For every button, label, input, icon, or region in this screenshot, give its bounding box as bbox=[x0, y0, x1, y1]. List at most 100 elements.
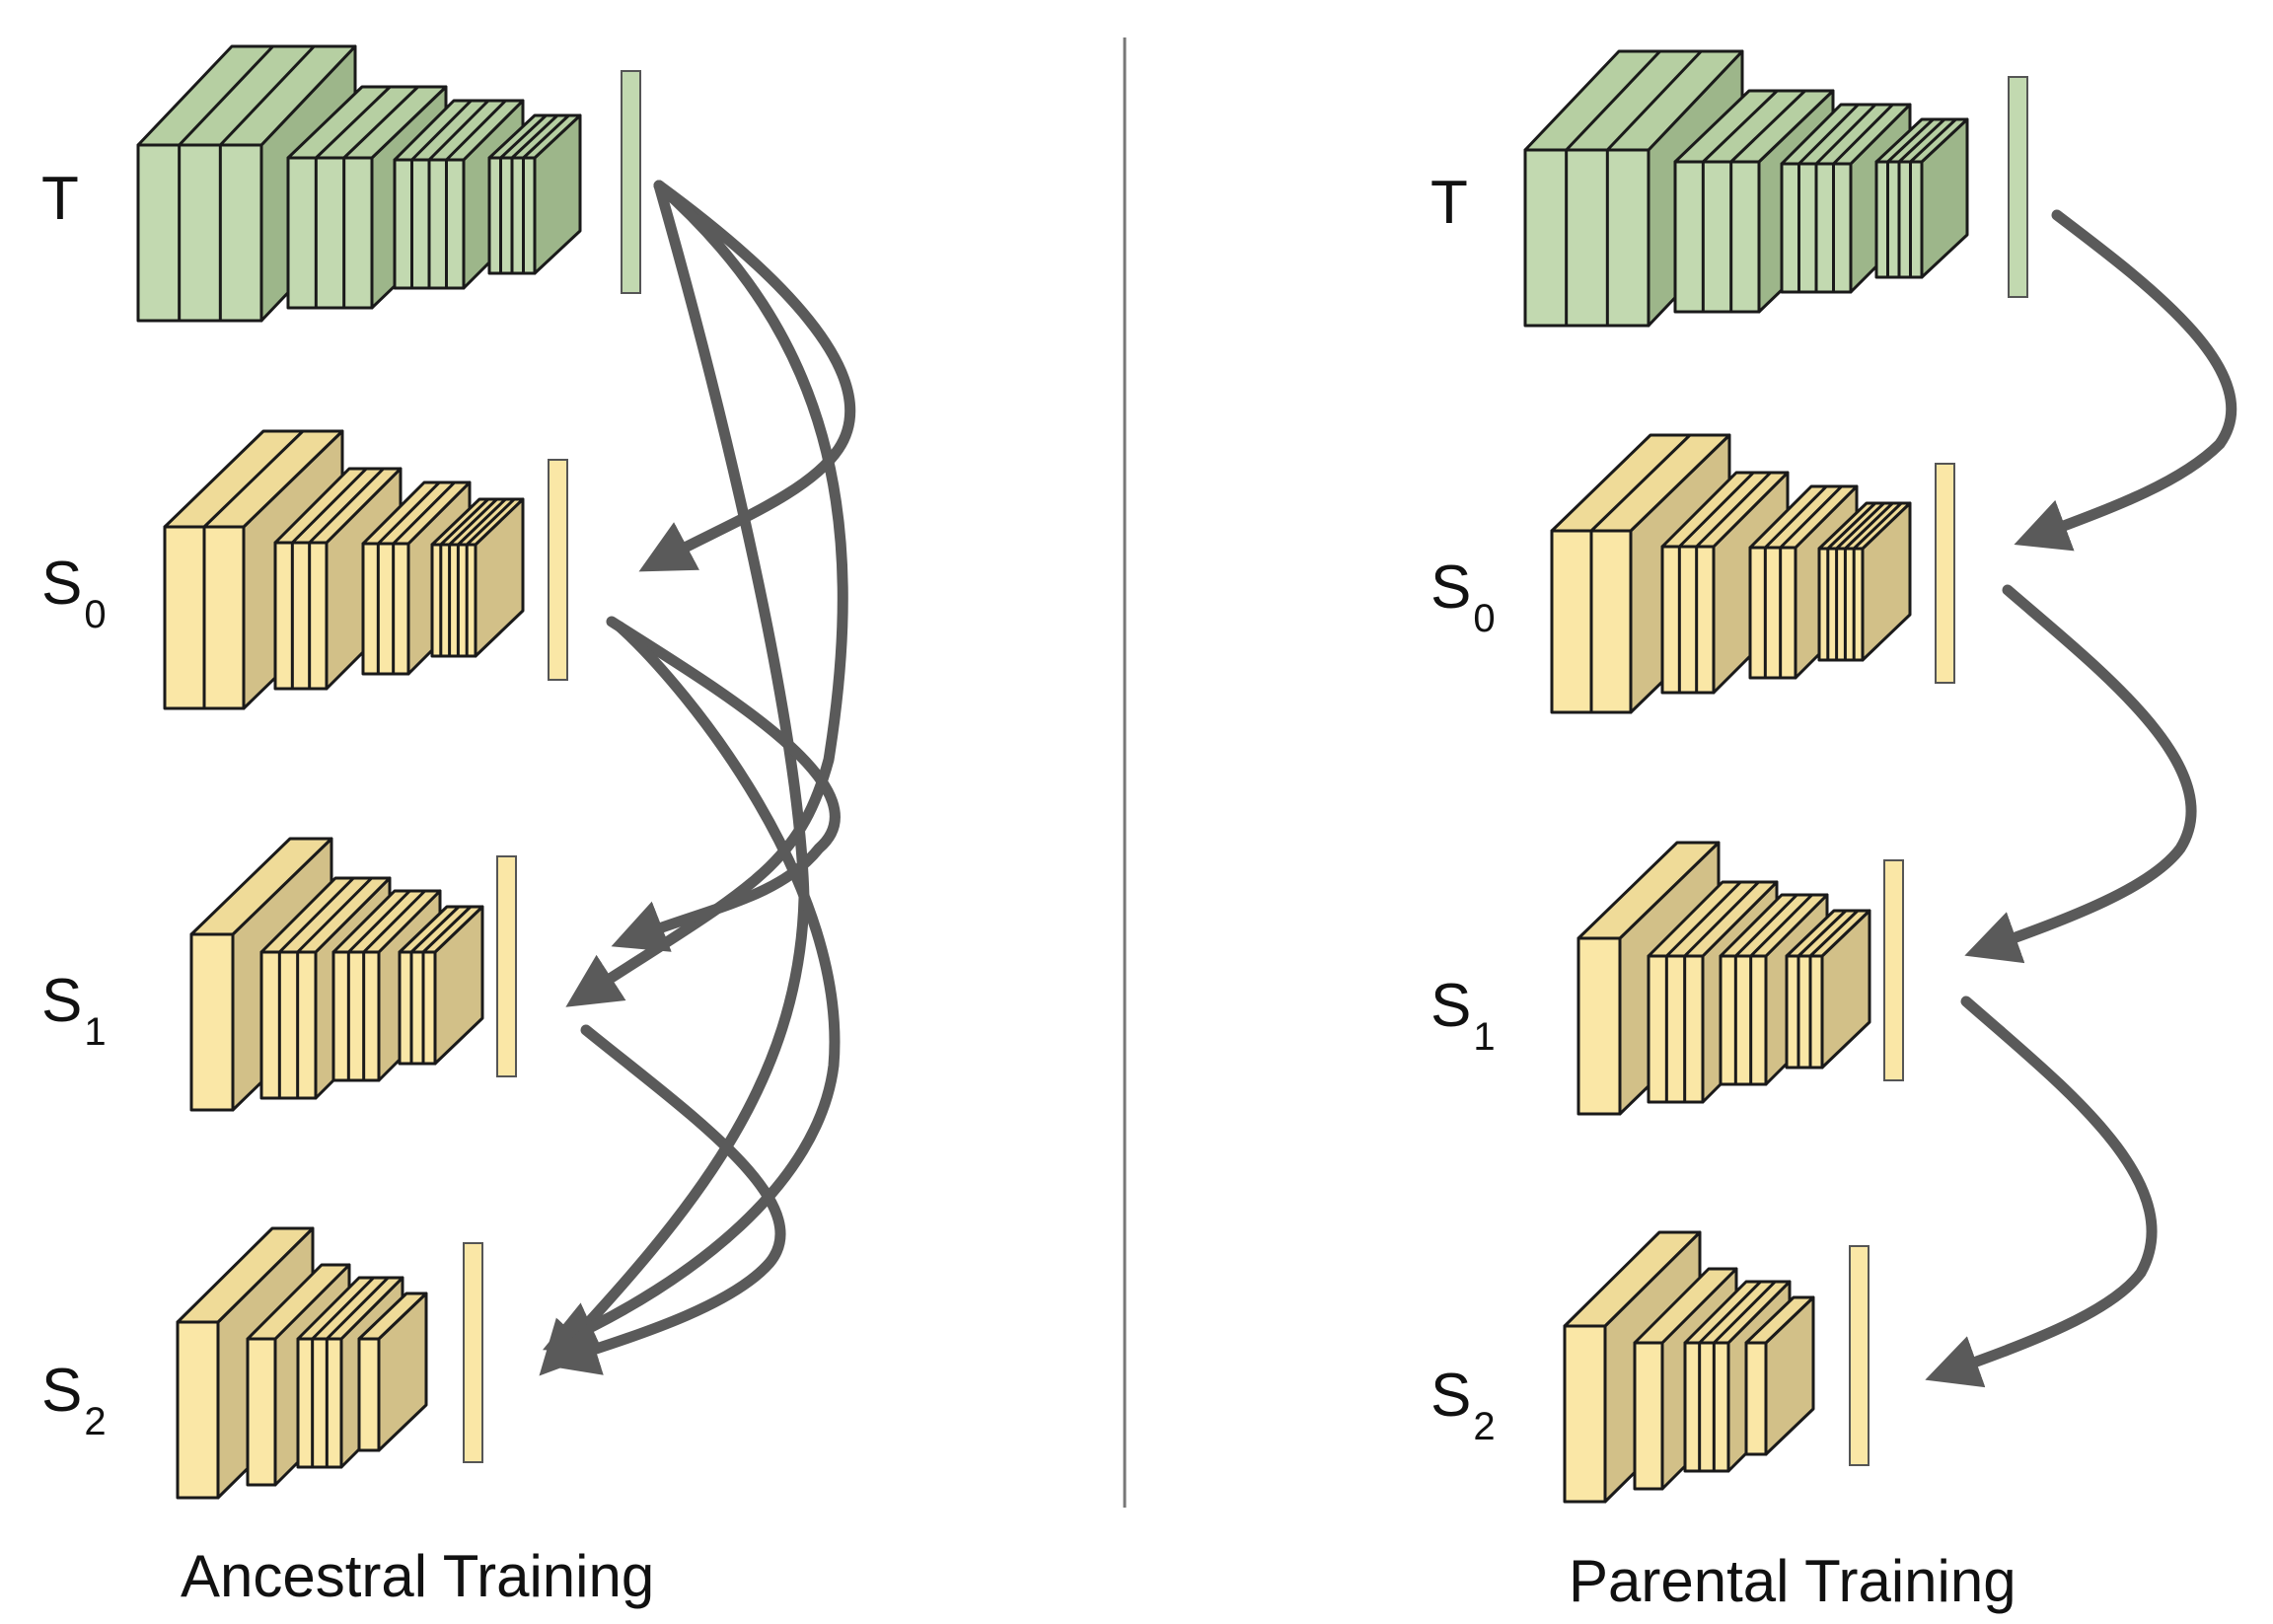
teacher-output-bar bbox=[621, 70, 641, 294]
student-network-icon bbox=[1563, 1230, 1815, 1504]
arrow-t-to-s0 bbox=[638, 180, 856, 572]
layer-divider bbox=[427, 99, 490, 162]
layer-divider bbox=[1589, 433, 1692, 533]
layer-face bbox=[1785, 954, 1824, 1070]
model-name: S bbox=[1430, 554, 1471, 622]
arrow-s0-to-s1 bbox=[1964, 584, 2197, 964]
model-subscript: 2 bbox=[1473, 1405, 1495, 1448]
layer-face bbox=[259, 950, 318, 1100]
layer-divider bbox=[326, 1276, 390, 1341]
layer-divider bbox=[178, 44, 274, 147]
layer-divider bbox=[1779, 484, 1843, 550]
layer-face bbox=[1817, 547, 1865, 662]
layer-face bbox=[1683, 1341, 1730, 1473]
model-row-s0: S0 bbox=[41, 429, 568, 710]
layer-divider bbox=[1797, 103, 1860, 166]
arrow-s0-to-s2 bbox=[542, 621, 841, 1353]
teacher-network-icon bbox=[136, 44, 582, 323]
layer-face bbox=[1576, 936, 1622, 1116]
layer-divider bbox=[1826, 501, 1876, 551]
model-row-s2: S2 bbox=[41, 1226, 483, 1500]
layer-face bbox=[176, 1320, 220, 1500]
model-subscript: 1 bbox=[84, 1010, 106, 1054]
arrow-s0-to-s1 bbox=[606, 616, 841, 952]
model-name: S bbox=[41, 967, 82, 1035]
panel-ancestral: T S0 S1 S2 bbox=[41, 44, 856, 1609]
layer-divider bbox=[315, 85, 392, 160]
student-output-bar bbox=[548, 459, 568, 681]
layer-face bbox=[1673, 160, 1761, 314]
layer-divider bbox=[448, 497, 498, 547]
panel-parental: T S0 S1 S2 bbox=[1430, 49, 2237, 1614]
layer-face bbox=[357, 1337, 381, 1452]
model-label-t: T bbox=[1430, 169, 1468, 237]
layer-face bbox=[1744, 1341, 1768, 1456]
layer-face bbox=[273, 541, 329, 691]
teacher-network-icon bbox=[1523, 49, 1969, 328]
model-name: S bbox=[41, 550, 82, 618]
layer-divider bbox=[457, 497, 507, 547]
model-subscript: 0 bbox=[84, 593, 106, 636]
layer-divider bbox=[510, 113, 559, 160]
layer-divider bbox=[347, 889, 411, 954]
layer-divider bbox=[1844, 501, 1894, 551]
layer-divider bbox=[1814, 103, 1877, 166]
model-row-s1: S1 bbox=[1430, 841, 1904, 1116]
layer-divider bbox=[219, 44, 316, 147]
layer-divider bbox=[1909, 117, 1957, 164]
layer-divider bbox=[296, 876, 373, 954]
layer-divider bbox=[392, 480, 456, 546]
model-label-s1: S1 bbox=[41, 967, 107, 1054]
student-output-bar bbox=[1935, 463, 1955, 684]
arrow-t-to-s0 bbox=[2014, 209, 2237, 552]
layer-divider bbox=[445, 99, 507, 162]
arrow-t-to-s2 bbox=[539, 180, 810, 1376]
student-output-bar bbox=[1883, 859, 1904, 1081]
layer-divider bbox=[1886, 117, 1935, 164]
layer-divider bbox=[311, 1276, 375, 1341]
layer-face bbox=[361, 542, 410, 676]
student-network-icon bbox=[1576, 841, 1871, 1116]
layer-divider bbox=[522, 113, 570, 160]
layer-divider bbox=[439, 497, 489, 547]
distillation-arrows bbox=[1925, 209, 2237, 1388]
layer-divider bbox=[1853, 501, 1903, 551]
student-output-bar bbox=[463, 1242, 483, 1463]
distillation-arrows bbox=[539, 180, 856, 1376]
layer-divider bbox=[1832, 103, 1894, 166]
layer-divider bbox=[1734, 893, 1798, 958]
layer-divider bbox=[466, 497, 516, 547]
model-label-s0: S0 bbox=[41, 550, 107, 636]
layer-divider bbox=[1678, 471, 1755, 549]
layer-divider bbox=[1796, 909, 1848, 958]
layer-face bbox=[331, 950, 381, 1082]
layer-face bbox=[1647, 954, 1705, 1104]
layer-divider bbox=[499, 113, 548, 160]
model-label-s2: S2 bbox=[1430, 1362, 1496, 1448]
layer-face bbox=[430, 543, 477, 658]
layer-divider bbox=[421, 905, 473, 954]
layer-face bbox=[1633, 1341, 1664, 1491]
layer-divider bbox=[1695, 471, 1772, 549]
layer-divider bbox=[342, 85, 419, 160]
layer-face bbox=[1523, 148, 1650, 328]
layer-face bbox=[136, 143, 263, 323]
layer-divider bbox=[1835, 501, 1885, 551]
model-row-t: T bbox=[41, 44, 641, 323]
layer-face bbox=[189, 932, 235, 1112]
model-name: T bbox=[41, 165, 79, 233]
layer-divider bbox=[1665, 880, 1742, 958]
layer-face bbox=[286, 156, 374, 310]
student-output-bar bbox=[496, 855, 517, 1077]
teacher-output-bar bbox=[2008, 76, 2028, 298]
layer-face bbox=[1719, 954, 1768, 1086]
layer-divider bbox=[1749, 893, 1813, 958]
layer-face bbox=[296, 1337, 343, 1469]
student-output-bar bbox=[1849, 1245, 1870, 1466]
layer-divider bbox=[1683, 880, 1760, 958]
layer-face bbox=[398, 950, 437, 1066]
layer-divider bbox=[308, 467, 385, 545]
arrow-s1-to-s2 bbox=[1925, 996, 2158, 1388]
layer-face bbox=[1748, 546, 1797, 680]
